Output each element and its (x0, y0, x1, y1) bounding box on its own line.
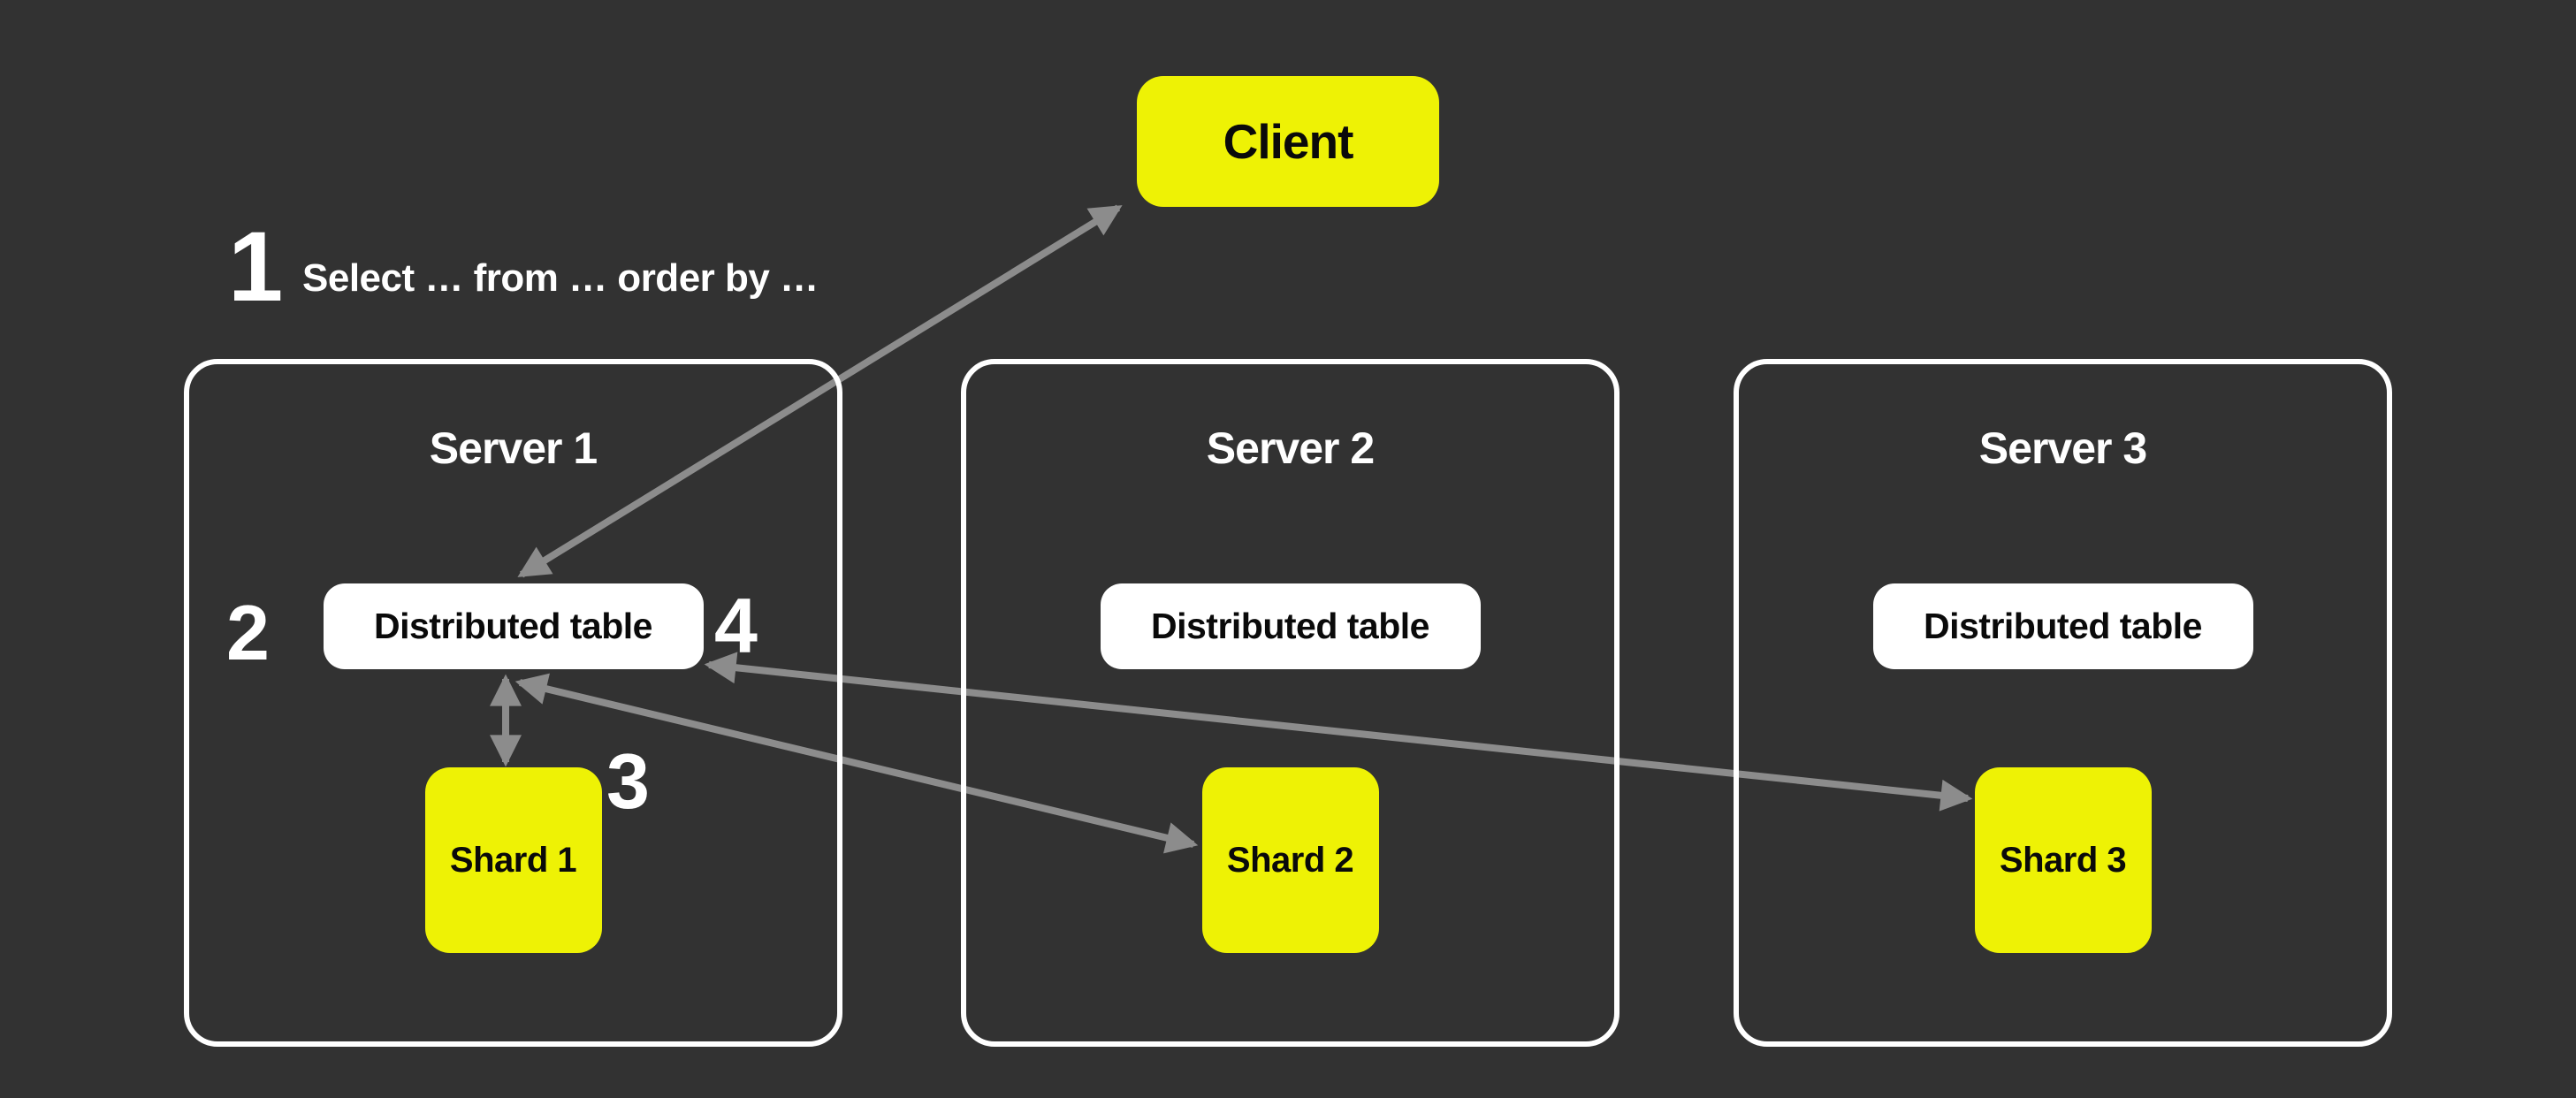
server1-distributed-table: Distributed table (323, 583, 704, 669)
server2-shard-label: Shard 2 (1226, 840, 1354, 880)
step1-number: 1 (228, 211, 283, 322)
step3-number: 3 (606, 737, 650, 825)
step1-query-text: Select … from … order by … (302, 256, 819, 300)
server2-distributed-table-label: Distributed table (1151, 606, 1429, 646)
server3-shard-label: Shard 3 (1999, 840, 2127, 880)
step2-number: 2 (226, 589, 270, 676)
client-label: Client (1223, 114, 1354, 169)
server2-shard: Shard 2 (1201, 767, 1379, 953)
server1-shard: Shard 1 (424, 767, 602, 953)
server1-title: Server 1 (429, 423, 598, 473)
server3-shard: Shard 3 (1974, 767, 2152, 953)
server2-distributed-table: Distributed table (1100, 583, 1481, 669)
server1-shard-label: Shard 1 (449, 840, 577, 880)
server2-box: Server 2 Distributed table Shard 2 (961, 359, 1620, 1047)
server1-distributed-table-label: Distributed table (374, 606, 652, 646)
client-box: Client (1137, 76, 1439, 207)
server2-title: Server 2 (1206, 423, 1375, 473)
step4-number: 4 (714, 582, 758, 669)
server3-title: Server 3 (1978, 423, 2147, 473)
server3-distributed-table-label: Distributed table (1924, 606, 2202, 646)
server1-box: Server 1 Distributed table Shard 1 (184, 359, 842, 1047)
server3-distributed-table: Distributed table (1872, 583, 2253, 669)
server3-box: Server 3 Distributed table Shard 3 (1734, 359, 2392, 1047)
